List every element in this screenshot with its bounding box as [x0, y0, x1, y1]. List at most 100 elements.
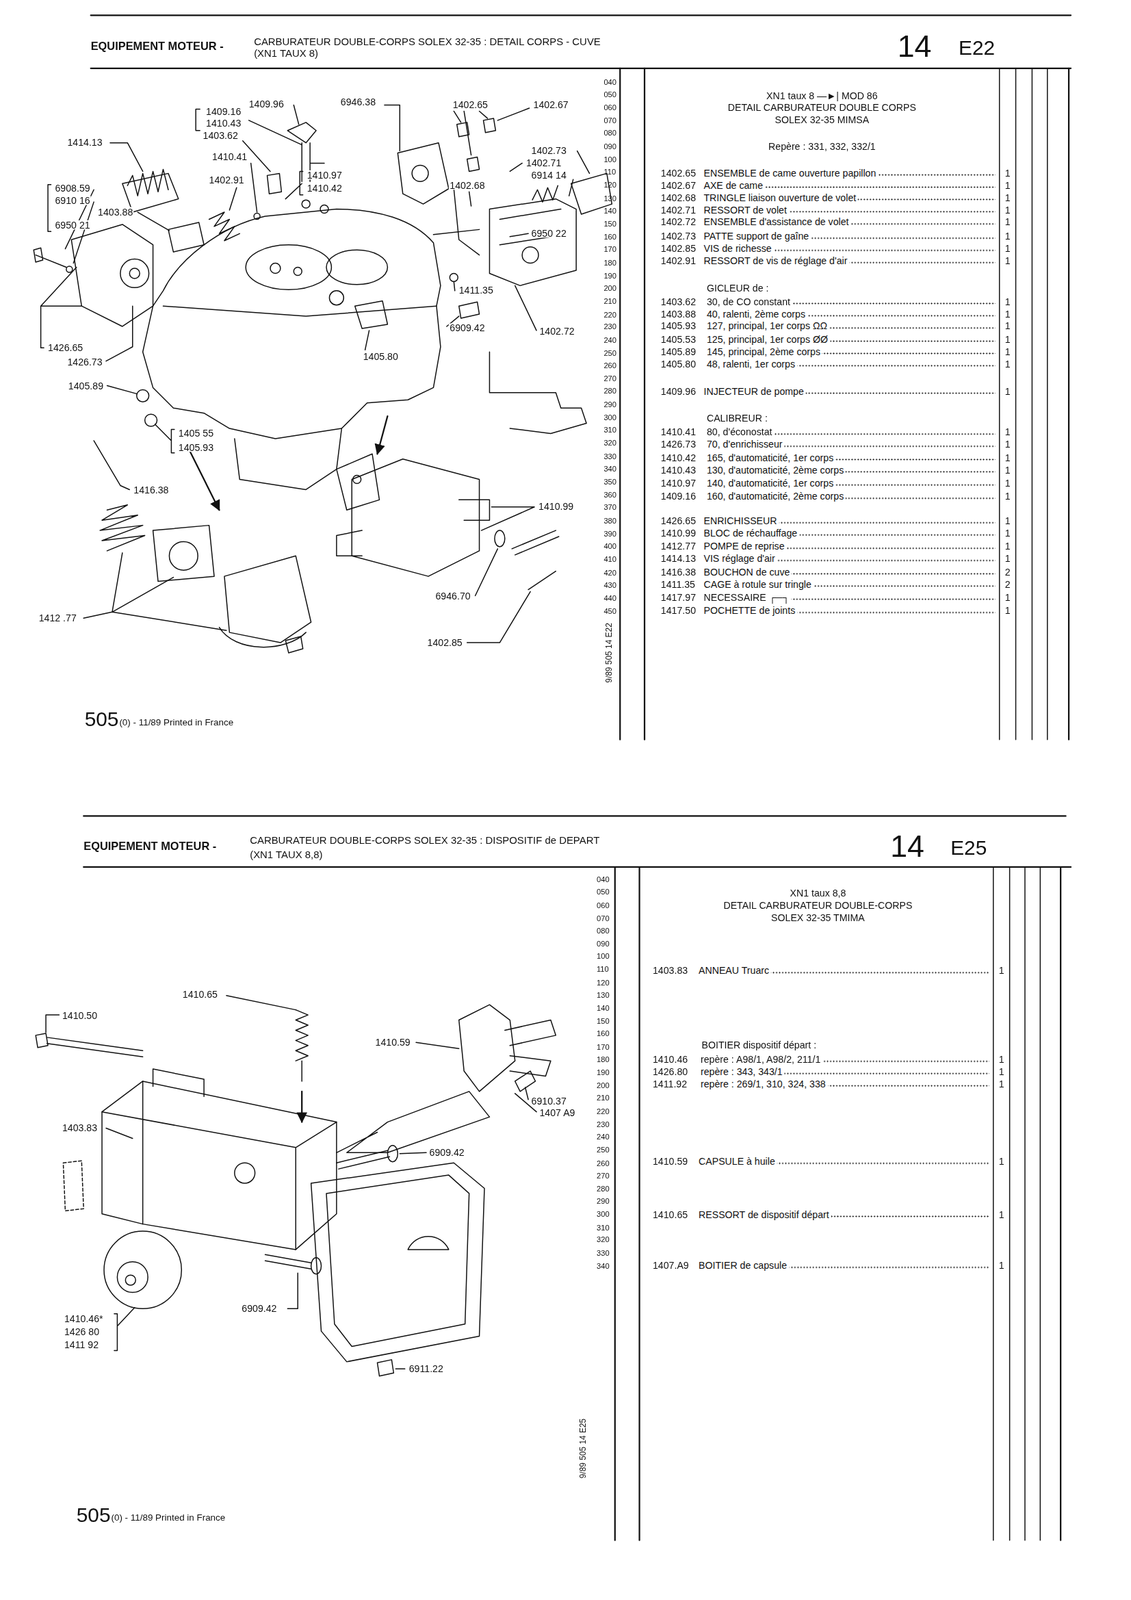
starting-device	[387, 1145, 398, 1162]
part-code: 1410.41	[660, 426, 696, 437]
leader-line	[47, 184, 94, 264]
part-description: ENSEMBLE d'assistance de volet	[703, 216, 851, 228]
jets-and-screws	[253, 213, 260, 220]
column-number: 180	[596, 1055, 610, 1064]
starting-device	[234, 1162, 256, 1183]
part-description: AXE de came	[703, 179, 765, 191]
callout-number: 1411 92	[62, 1339, 100, 1350]
leader-line	[106, 1128, 133, 1139]
quantity: 1	[1005, 452, 1011, 463]
column-number: 090	[603, 143, 617, 151]
leader-line	[293, 105, 299, 125]
column-number: 370	[603, 504, 617, 512]
column-number: 340	[596, 1262, 610, 1270]
accelerator-pump	[71, 224, 153, 327]
section-heading: EQUIPEMENT MOTEUR -	[83, 840, 217, 852]
starting-device	[407, 1236, 449, 1250]
dot-leader: 48, ralenti, 1er corps	[706, 359, 996, 369]
frame-rule	[83, 866, 1071, 868]
part-code: 1405.80	[660, 359, 696, 369]
column-number: 110	[596, 966, 609, 974]
column-number: 320	[596, 1236, 610, 1244]
part-description: 70, d'enrichisseur	[706, 438, 785, 450]
jets-and-screws	[168, 222, 204, 252]
leader-line	[467, 591, 531, 644]
part-description: VIS réglage d'air	[703, 552, 777, 564]
quantity: 2	[1005, 567, 1011, 577]
leader-line	[110, 143, 143, 172]
callout-number: 1402.72	[538, 326, 576, 336]
column-number: 150	[603, 220, 617, 228]
callout-number: 1402.65	[451, 99, 489, 110]
quantity: 1	[1005, 541, 1011, 551]
jets-and-screws	[136, 389, 150, 402]
part-code: 1416.38	[660, 567, 696, 577]
choke-linkage	[459, 301, 480, 319]
dot-leader: ENRICHISSEUR	[703, 515, 995, 526]
jets-and-screws	[209, 212, 241, 241]
frame-rule	[91, 14, 1071, 16]
callout-number: 1409.96	[247, 99, 285, 109]
callout-number: 1410.41	[211, 151, 249, 162]
accelerator-pump	[129, 268, 140, 279]
frame-rule	[1068, 68, 1070, 740]
column-number: 210	[603, 297, 617, 306]
plate-number: E25	[950, 837, 987, 858]
print-code: 9/89 505 14 E22	[605, 622, 614, 683]
accelerator-pump	[33, 224, 311, 653]
carburettor-body	[234, 428, 343, 490]
leader-line	[469, 191, 472, 206]
quantity: 1	[1005, 255, 1011, 266]
callout-number: 6908.59	[54, 183, 91, 193]
column-number: 190	[603, 271, 617, 280]
part-code: 1410.43	[660, 465, 696, 475]
column-number: 270	[603, 374, 617, 383]
dot-leader: VIS de richesse	[703, 243, 995, 254]
choke-linkage	[397, 118, 612, 319]
leader-line	[114, 1307, 135, 1351]
dot-leader: 160, d'automaticité, 2ème corps	[706, 491, 996, 501]
carburettor-body	[188, 448, 220, 510]
callout-number: 1405.89	[67, 381, 104, 391]
heating-block	[494, 530, 505, 547]
column-number: 160	[596, 1030, 610, 1038]
column-number: 440	[603, 594, 617, 603]
part-code: 1403.62	[660, 296, 696, 307]
heating-block	[353, 475, 362, 484]
quantity: 1	[1005, 491, 1011, 501]
quantity: 1	[1005, 192, 1011, 203]
column-number: 140	[596, 1004, 610, 1012]
print-note: (0) - 11/89 Printed in France	[110, 1514, 226, 1524]
callout-number: 1410.43	[205, 118, 243, 128]
callout-number: 6946.38	[339, 97, 377, 107]
part-code: 1409.16	[660, 491, 696, 501]
leader-line	[497, 108, 529, 121]
dot-leader: 40, ralenti, 2ème corps	[706, 309, 996, 319]
part-code: 1410.46	[652, 1054, 688, 1064]
dot-leader: RESSORT de dispositif départ	[698, 1209, 990, 1220]
choke-linkage	[411, 164, 429, 182]
dot-leader: BOITIER de capsule	[698, 1260, 990, 1270]
dot-leader: CAGE à rotule sur tringle	[703, 579, 995, 590]
quantity: 1	[1005, 334, 1011, 345]
group-number: 14	[897, 31, 932, 63]
dot-leader: BLOC de réchauffage	[703, 528, 995, 538]
dot-leader: 145, principal, 2ème corps	[706, 346, 996, 357]
section-heading: EQUIPEMENT MOTEUR -	[91, 40, 224, 52]
callout-number: 1409.16	[205, 106, 243, 117]
callout-number: 1411.35	[457, 285, 494, 295]
quantity: 1	[1005, 478, 1011, 488]
leader-line	[137, 212, 169, 231]
quantity: 1	[1005, 346, 1011, 357]
dot-leader: repère : 343, 343/1	[700, 1066, 990, 1077]
jets-and-screws	[122, 122, 388, 427]
dot-leader: 80, d'éconostat	[706, 426, 996, 437]
column-number: 330	[596, 1249, 610, 1257]
column-number: 120	[603, 181, 617, 189]
starting-device	[336, 1091, 490, 1153]
callout-number: 6950 21	[54, 220, 91, 230]
heating-block	[336, 453, 380, 510]
accelerator-pump	[99, 504, 146, 551]
plate-title: CARBURATEUR DOUBLE-CORPS SOLEX 32-35 : D…	[253, 36, 601, 47]
part-description: 30, de CO constant	[706, 295, 793, 307]
